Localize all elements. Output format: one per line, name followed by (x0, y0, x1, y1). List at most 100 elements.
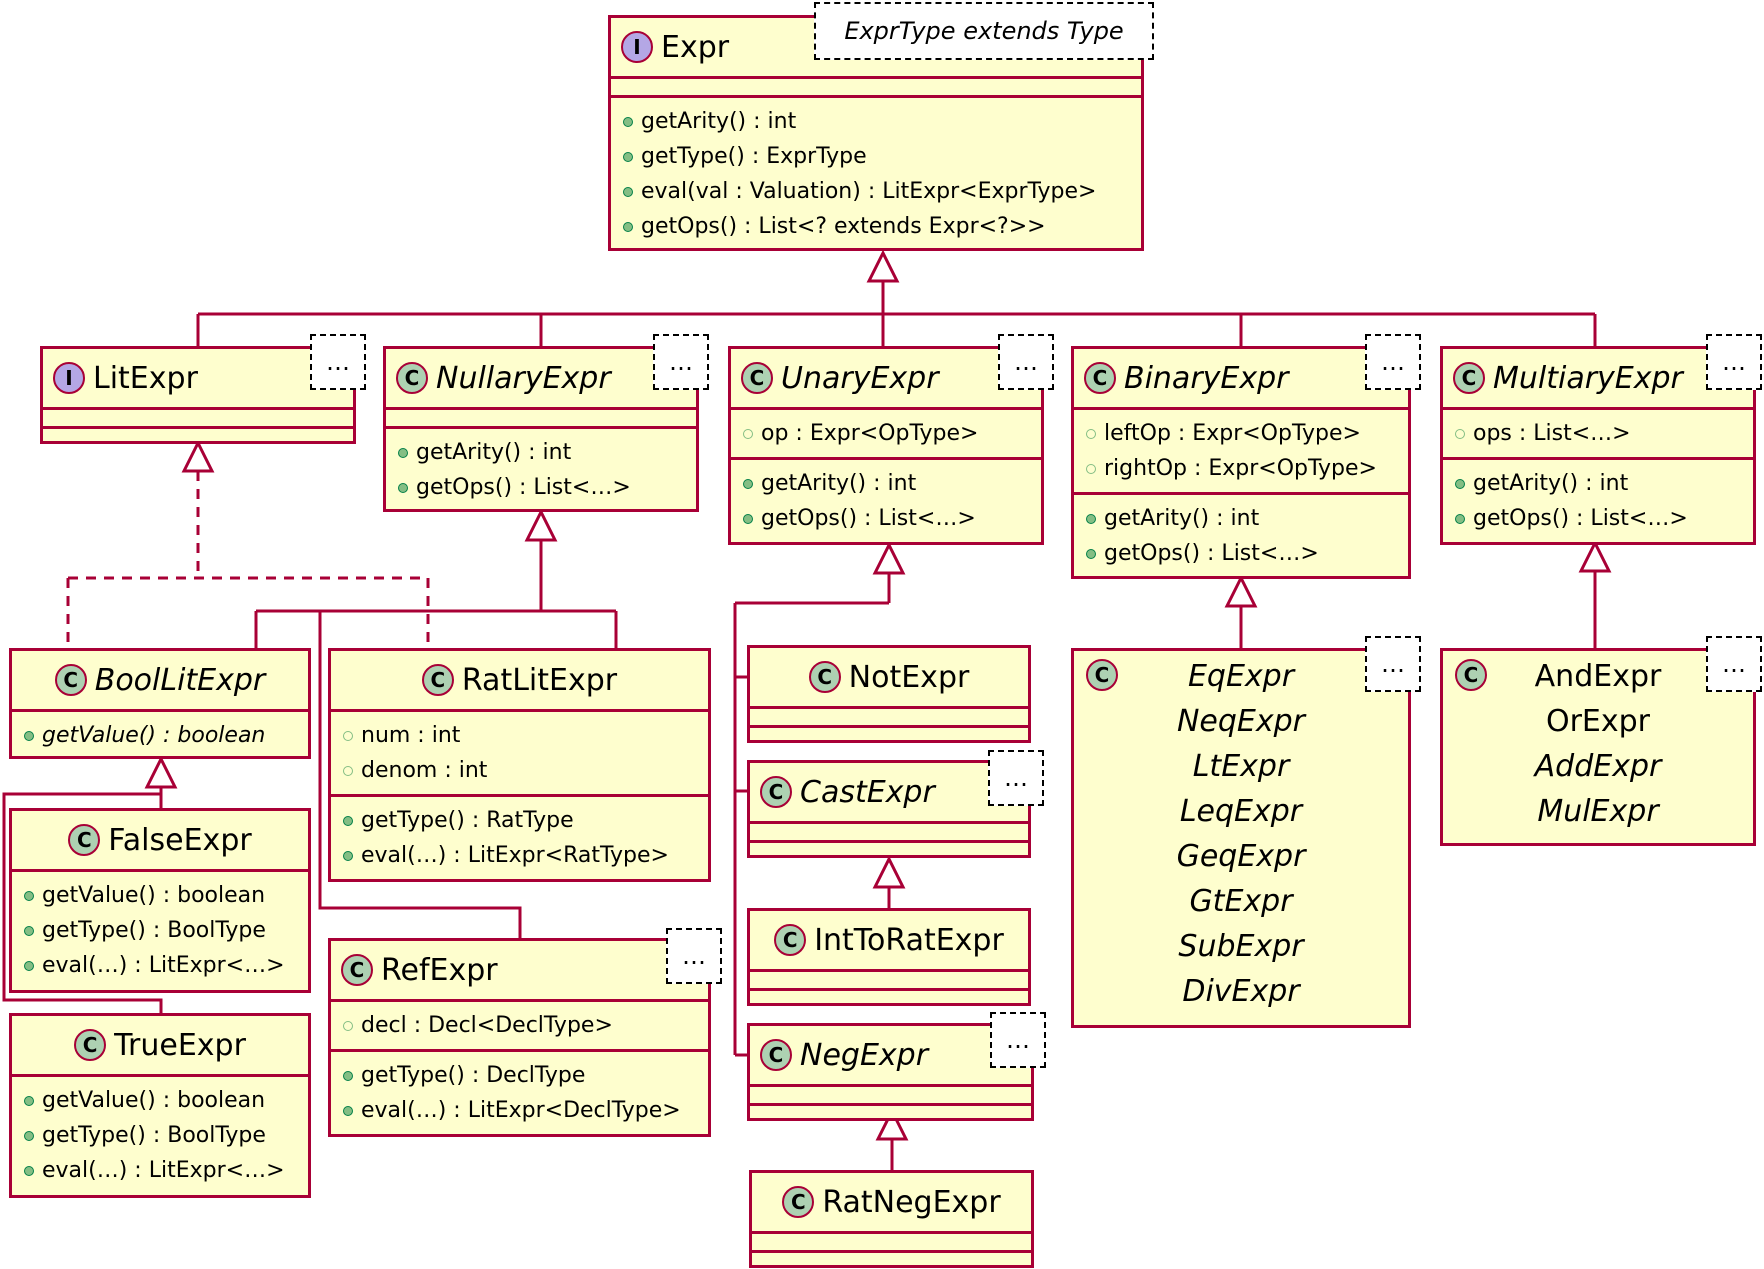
public-method-icon (1455, 513, 1465, 524)
methods-section: getValue() : boolean getType() : BoolTyp… (12, 869, 308, 989)
class-name-add-expr: AddExpr (1534, 749, 1662, 784)
methods-section: getArity() : int getOps() : List<…> (386, 426, 696, 511)
public-method-icon (1455, 478, 1465, 489)
class-icon: C (1086, 659, 1118, 691)
type-parameter-cast-expr: … (988, 750, 1044, 806)
class-name-mul-expr: MulExpr (1537, 794, 1659, 829)
fields-section: ops : List<…> (1443, 407, 1753, 457)
public-method-icon (623, 151, 633, 162)
public-method-icon (398, 482, 408, 493)
class-name-div-expr: DivExpr (1182, 974, 1300, 1009)
public-method-icon (343, 815, 353, 826)
class-icon: C (74, 1029, 107, 1061)
class-name-or-expr: OrExpr (1545, 704, 1651, 739)
class-name-lt-expr: LtExpr (1192, 749, 1290, 784)
class-name: FalseExpr (108, 822, 252, 858)
class-icon: C (808, 661, 841, 693)
class-name-eq-expr: EqExpr (1187, 659, 1295, 694)
binary-subclass-names: EqExpr NeqExpr LtExpr LeqExpr GeqExpr Gt… (1071, 654, 1411, 1014)
class-name: UnaryExpr (781, 360, 939, 396)
class-icon: C (421, 664, 454, 696)
methods-section: getValue() : boolean getType() : BoolTyp… (12, 1074, 308, 1194)
class-icon: C (774, 924, 807, 956)
public-method-icon (24, 925, 34, 936)
type-parameter-expr: ExprType extends Type (814, 2, 1154, 60)
class-name: NegExpr (800, 1037, 929, 1073)
class-name: LitExpr (93, 360, 198, 396)
public-method-icon (398, 447, 408, 458)
class-binary-subclasses: C (1071, 648, 1411, 1028)
public-method-icon (743, 478, 753, 489)
methods-section: getType() : RatType eval(…) : LitExpr<Ra… (331, 794, 708, 879)
public-method-icon (343, 850, 353, 861)
class-name-neq-expr: NeqExpr (1176, 704, 1306, 739)
public-method-icon (24, 1130, 34, 1141)
class-icon: C (1084, 362, 1116, 394)
type-parameter-ref-expr: … (666, 928, 722, 984)
public-method-icon (1086, 513, 1096, 524)
private-field-icon (743, 428, 753, 439)
methods-section: getArity() : int getOps() : List<…> (1074, 492, 1408, 577)
class-name-geq-expr: GeqExpr (1176, 839, 1306, 874)
public-method-icon (24, 960, 34, 971)
public-method-icon (24, 890, 34, 901)
multiary-subclass-names: AndExpr OrExpr AddExpr MulExpr (1440, 654, 1756, 834)
public-method-icon (1086, 548, 1096, 559)
public-method-icon (623, 116, 633, 127)
fields-section: op : Expr<OpType> (731, 407, 1041, 457)
type-parameter-neg-expr: … (990, 1012, 1046, 1068)
type-parameter-binary-subclasses: … (1365, 636, 1421, 692)
class-icon: C (396, 362, 428, 394)
private-field-icon (1086, 428, 1096, 439)
class-icon: C (1453, 362, 1485, 394)
class-name-gt-expr: GtExpr (1189, 884, 1293, 919)
class-icon: C (760, 1039, 792, 1071)
fields-section: leftOp : Expr<OpType> rightOp : Expr<OpT… (1074, 407, 1408, 492)
public-method-icon (743, 513, 753, 524)
private-field-icon (1086, 463, 1096, 474)
class-name: MultiaryExpr (1493, 360, 1683, 396)
type-parameter-lit-expr: … (310, 334, 366, 390)
type-parameter-nullary-expr: … (653, 334, 709, 390)
class-name: RatLitExpr (461, 662, 618, 698)
class-name-and-expr: AndExpr (1534, 659, 1662, 694)
class-icon: C (760, 776, 792, 808)
class-name: Expr (661, 29, 730, 65)
class-name: TrueExpr (114, 1027, 246, 1063)
methods-section: getArity() : int getType() : ExprType ev… (611, 95, 1141, 250)
class-icon: C (741, 362, 773, 394)
type-parameter-multiary-expr: … (1706, 334, 1762, 390)
class-icon: C (68, 824, 101, 856)
class-name: NullaryExpr (436, 360, 611, 396)
type-parameter-multiary-subclasses: … (1706, 636, 1762, 692)
class-name: RatNegExpr (822, 1184, 1001, 1220)
class-name: BoolLitExpr (94, 662, 266, 698)
type-parameter-unary-expr: … (998, 334, 1054, 390)
public-method-icon (24, 730, 34, 741)
fields-section: num : int denom : int (331, 709, 708, 794)
class-name: RefExpr (381, 952, 498, 988)
class-name: NotExpr (848, 659, 970, 695)
private-field-icon (343, 1020, 353, 1031)
class-icon: C (782, 1186, 815, 1218)
public-method-icon (623, 186, 633, 197)
class-name: BinaryExpr (1124, 360, 1289, 396)
private-field-icon (343, 765, 353, 776)
public-method-icon (343, 1070, 353, 1081)
methods-section: getArity() : int getOps() : List<…> (1443, 457, 1753, 542)
interface-icon: I (621, 31, 653, 63)
